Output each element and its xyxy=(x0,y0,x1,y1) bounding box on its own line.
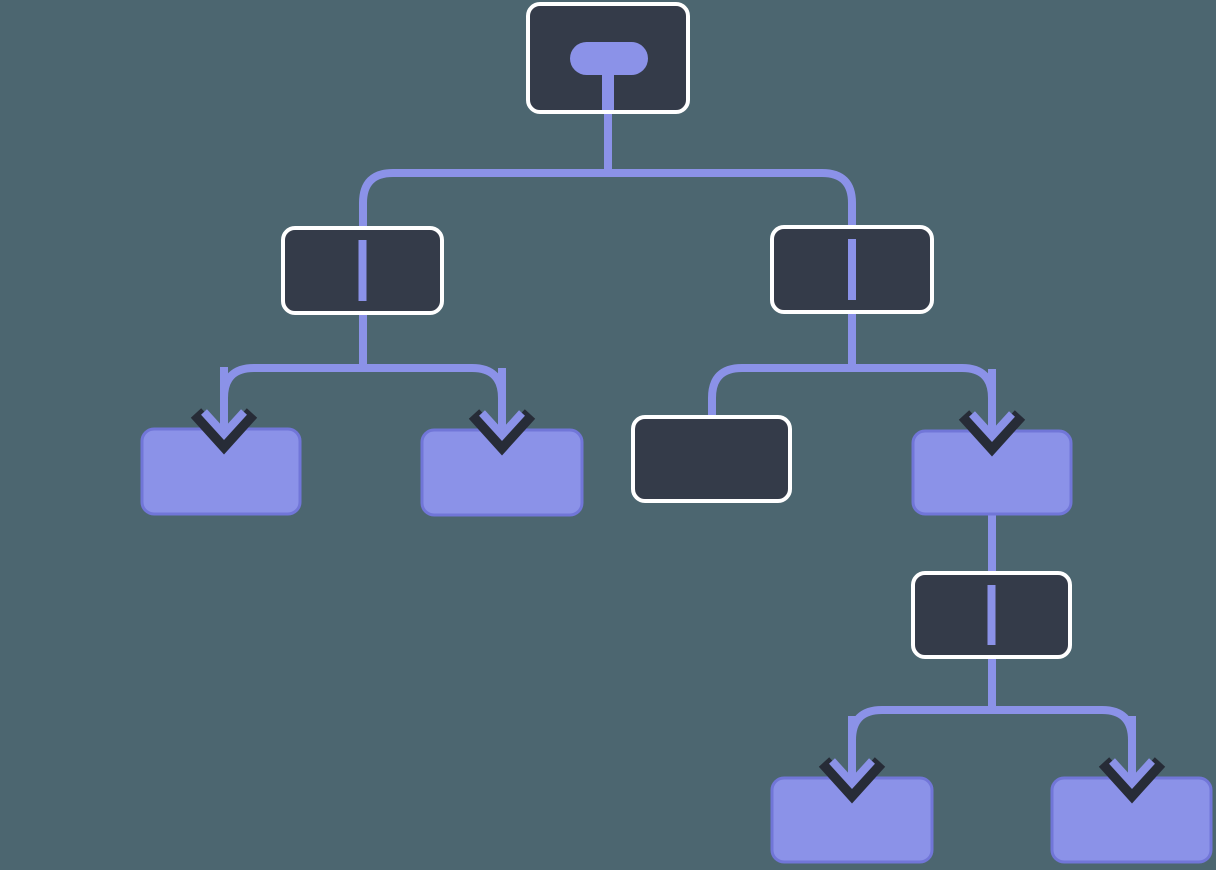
edge-split1-bracket xyxy=(359,169,856,228)
node-dark-leaf xyxy=(631,415,792,503)
arrow-into-leaf-4 xyxy=(818,716,886,804)
chevron-down-icon xyxy=(1098,757,1166,804)
arrow-head-icon xyxy=(1109,758,1155,789)
chevron-down-icon xyxy=(190,408,258,455)
node-branch-left-slot-line xyxy=(358,240,367,301)
chevron-down-icon xyxy=(468,409,536,456)
node-branch-lower xyxy=(911,571,1072,659)
arrow-into-leaf-2 xyxy=(468,368,536,456)
arrows-layer xyxy=(190,367,1166,804)
arrow-head-icon xyxy=(479,410,525,441)
chevron-down-icon xyxy=(958,410,1026,457)
node-root xyxy=(526,2,690,114)
nodes-layer xyxy=(140,2,1213,864)
arrow-head-icon xyxy=(829,758,875,789)
node-dark-leaf-box xyxy=(631,415,792,503)
arrow-head-icon xyxy=(201,409,247,440)
arrow-into-leaf-1 xyxy=(190,367,258,455)
root-pill-stem-icon xyxy=(602,72,614,110)
arrow-into-leaf-3 xyxy=(958,369,1026,457)
chevron-down-icon xyxy=(818,757,886,804)
arrow-head-icon xyxy=(969,411,1015,442)
node-branch-lower-slot-line xyxy=(987,585,996,645)
root-pill-icon xyxy=(570,42,648,75)
node-branch-left xyxy=(281,226,444,315)
node-branch-right-slot-line xyxy=(848,239,856,300)
arrow-into-leaf-5 xyxy=(1098,716,1166,804)
node-branch-right xyxy=(770,225,934,314)
